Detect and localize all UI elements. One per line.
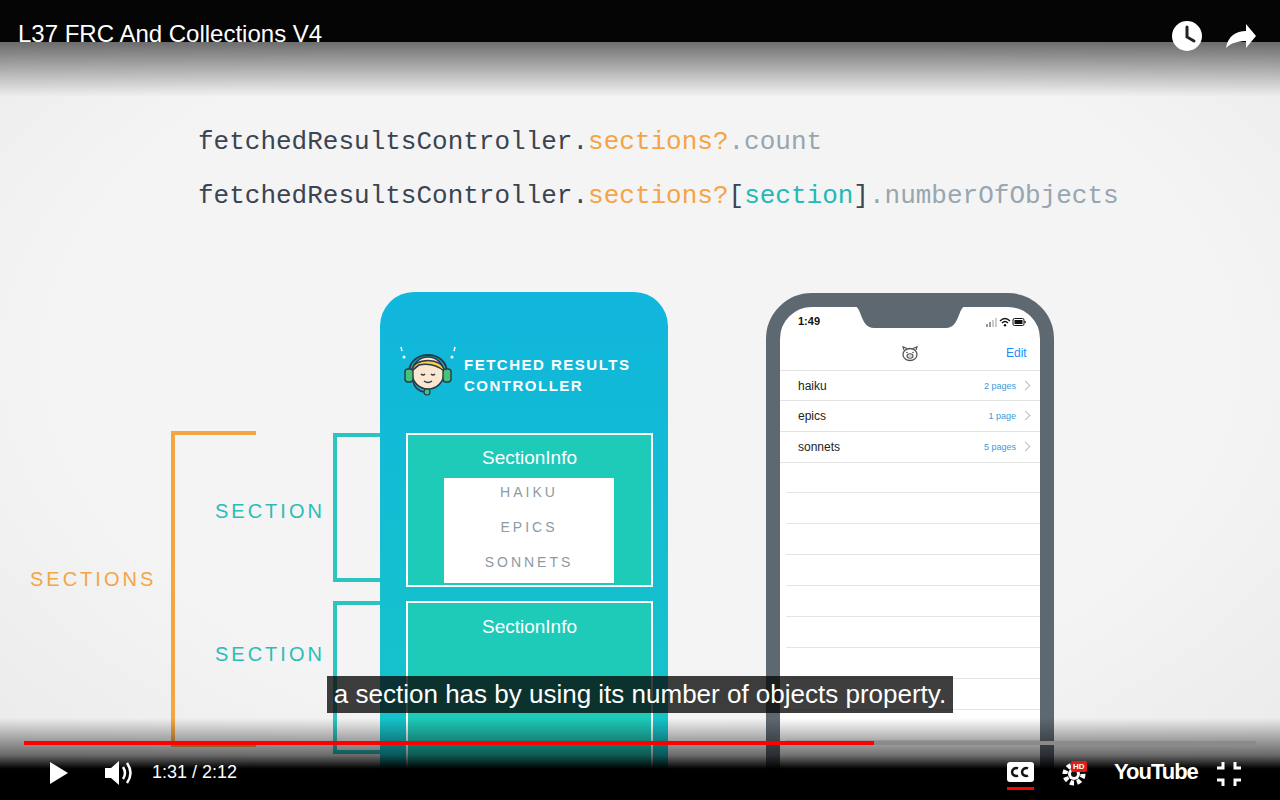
object-name: SONNETS (444, 548, 614, 577)
table-row: epics 1 page (780, 401, 1040, 432)
progress-track (24, 741, 1256, 745)
code-token: section (744, 181, 853, 211)
section-bracket (335, 435, 380, 580)
row-detail: 2 pages (984, 381, 1016, 391)
code-token: .count (729, 127, 823, 157)
status-icons (986, 317, 1026, 327)
volume-icon (105, 761, 131, 785)
title-fade (0, 42, 1280, 97)
share-icon (1226, 24, 1256, 48)
row-title: epics (798, 409, 826, 423)
controls-ground (0, 718, 1280, 800)
section-info-title: SectionInfo (408, 616, 651, 638)
row-title: haiku (798, 379, 827, 393)
row-title: sonnets (798, 440, 840, 454)
section-info-box: SectionInfoHAIKU EPICS SONNETS (406, 433, 653, 587)
headset-avatar (399, 343, 457, 401)
table-row: sonnets 5 pages (780, 432, 1040, 463)
row-detail: 5 pages (984, 442, 1016, 452)
object-box: SONNETS (444, 548, 614, 583)
captions-icon (1007, 762, 1034, 790)
clock-icon (1172, 21, 1202, 51)
section-info-title: SectionInfo (408, 447, 651, 469)
code-line: fetchedResultsController.sections?[secti… (198, 180, 1119, 212)
hd-badge: HD (1071, 761, 1087, 772)
edit-button: Edit (1006, 346, 1027, 360)
row-detail: 1 page (988, 411, 1016, 421)
video-title: L37 FRC And Collections V4 (18, 20, 322, 48)
code-token: [ (729, 181, 745, 211)
phone-mockup: 1:49Edit haiku 2 pages epics 1 page sonnets 5 … (766, 293, 1054, 800)
phone-notch (854, 306, 966, 330)
code-token: sections? (588, 127, 728, 157)
pig-icon (901, 346, 919, 362)
status-time: 1:49 (798, 315, 820, 327)
panel-title: FETCHED RESULTS CONTROLLER (464, 354, 660, 396)
code-line: fetchedResultsController.sections?.count (198, 126, 822, 158)
section-label: SECTION (215, 643, 325, 666)
table-row: haiku 2 pages (780, 370, 1040, 401)
subtitle-row: a section has by using its number of obj… (0, 676, 1280, 713)
controller-panel: FETCHED RESULTS CONTROLLERSectionInfoHAI… (380, 292, 668, 800)
progress-played (24, 741, 874, 745)
sections-bracket (173, 433, 256, 745)
code-token: fetchedResultsController. (198, 181, 588, 211)
code-token: fetchedResultsController. (198, 127, 588, 157)
object-name: EPICS (444, 513, 614, 542)
object-box: EPICS (444, 513, 614, 548)
code-token: .numberOfObjects (869, 181, 1119, 211)
youtube-logo: YouTube (1114, 759, 1198, 785)
object-name: HAIKU (444, 478, 614, 507)
section-label: SECTION (215, 500, 325, 523)
code-token: sections? (588, 181, 728, 211)
time-display: 1:31 / 2:12 (152, 762, 237, 783)
code-token: ] (853, 181, 869, 211)
play-icon (50, 762, 68, 784)
sections-label: SECTIONS (30, 568, 156, 591)
object-box: HAIKU (444, 478, 614, 513)
fullscreen-exit-icon (1217, 762, 1241, 786)
subtitle: a section has by using its number of obj… (327, 676, 953, 713)
